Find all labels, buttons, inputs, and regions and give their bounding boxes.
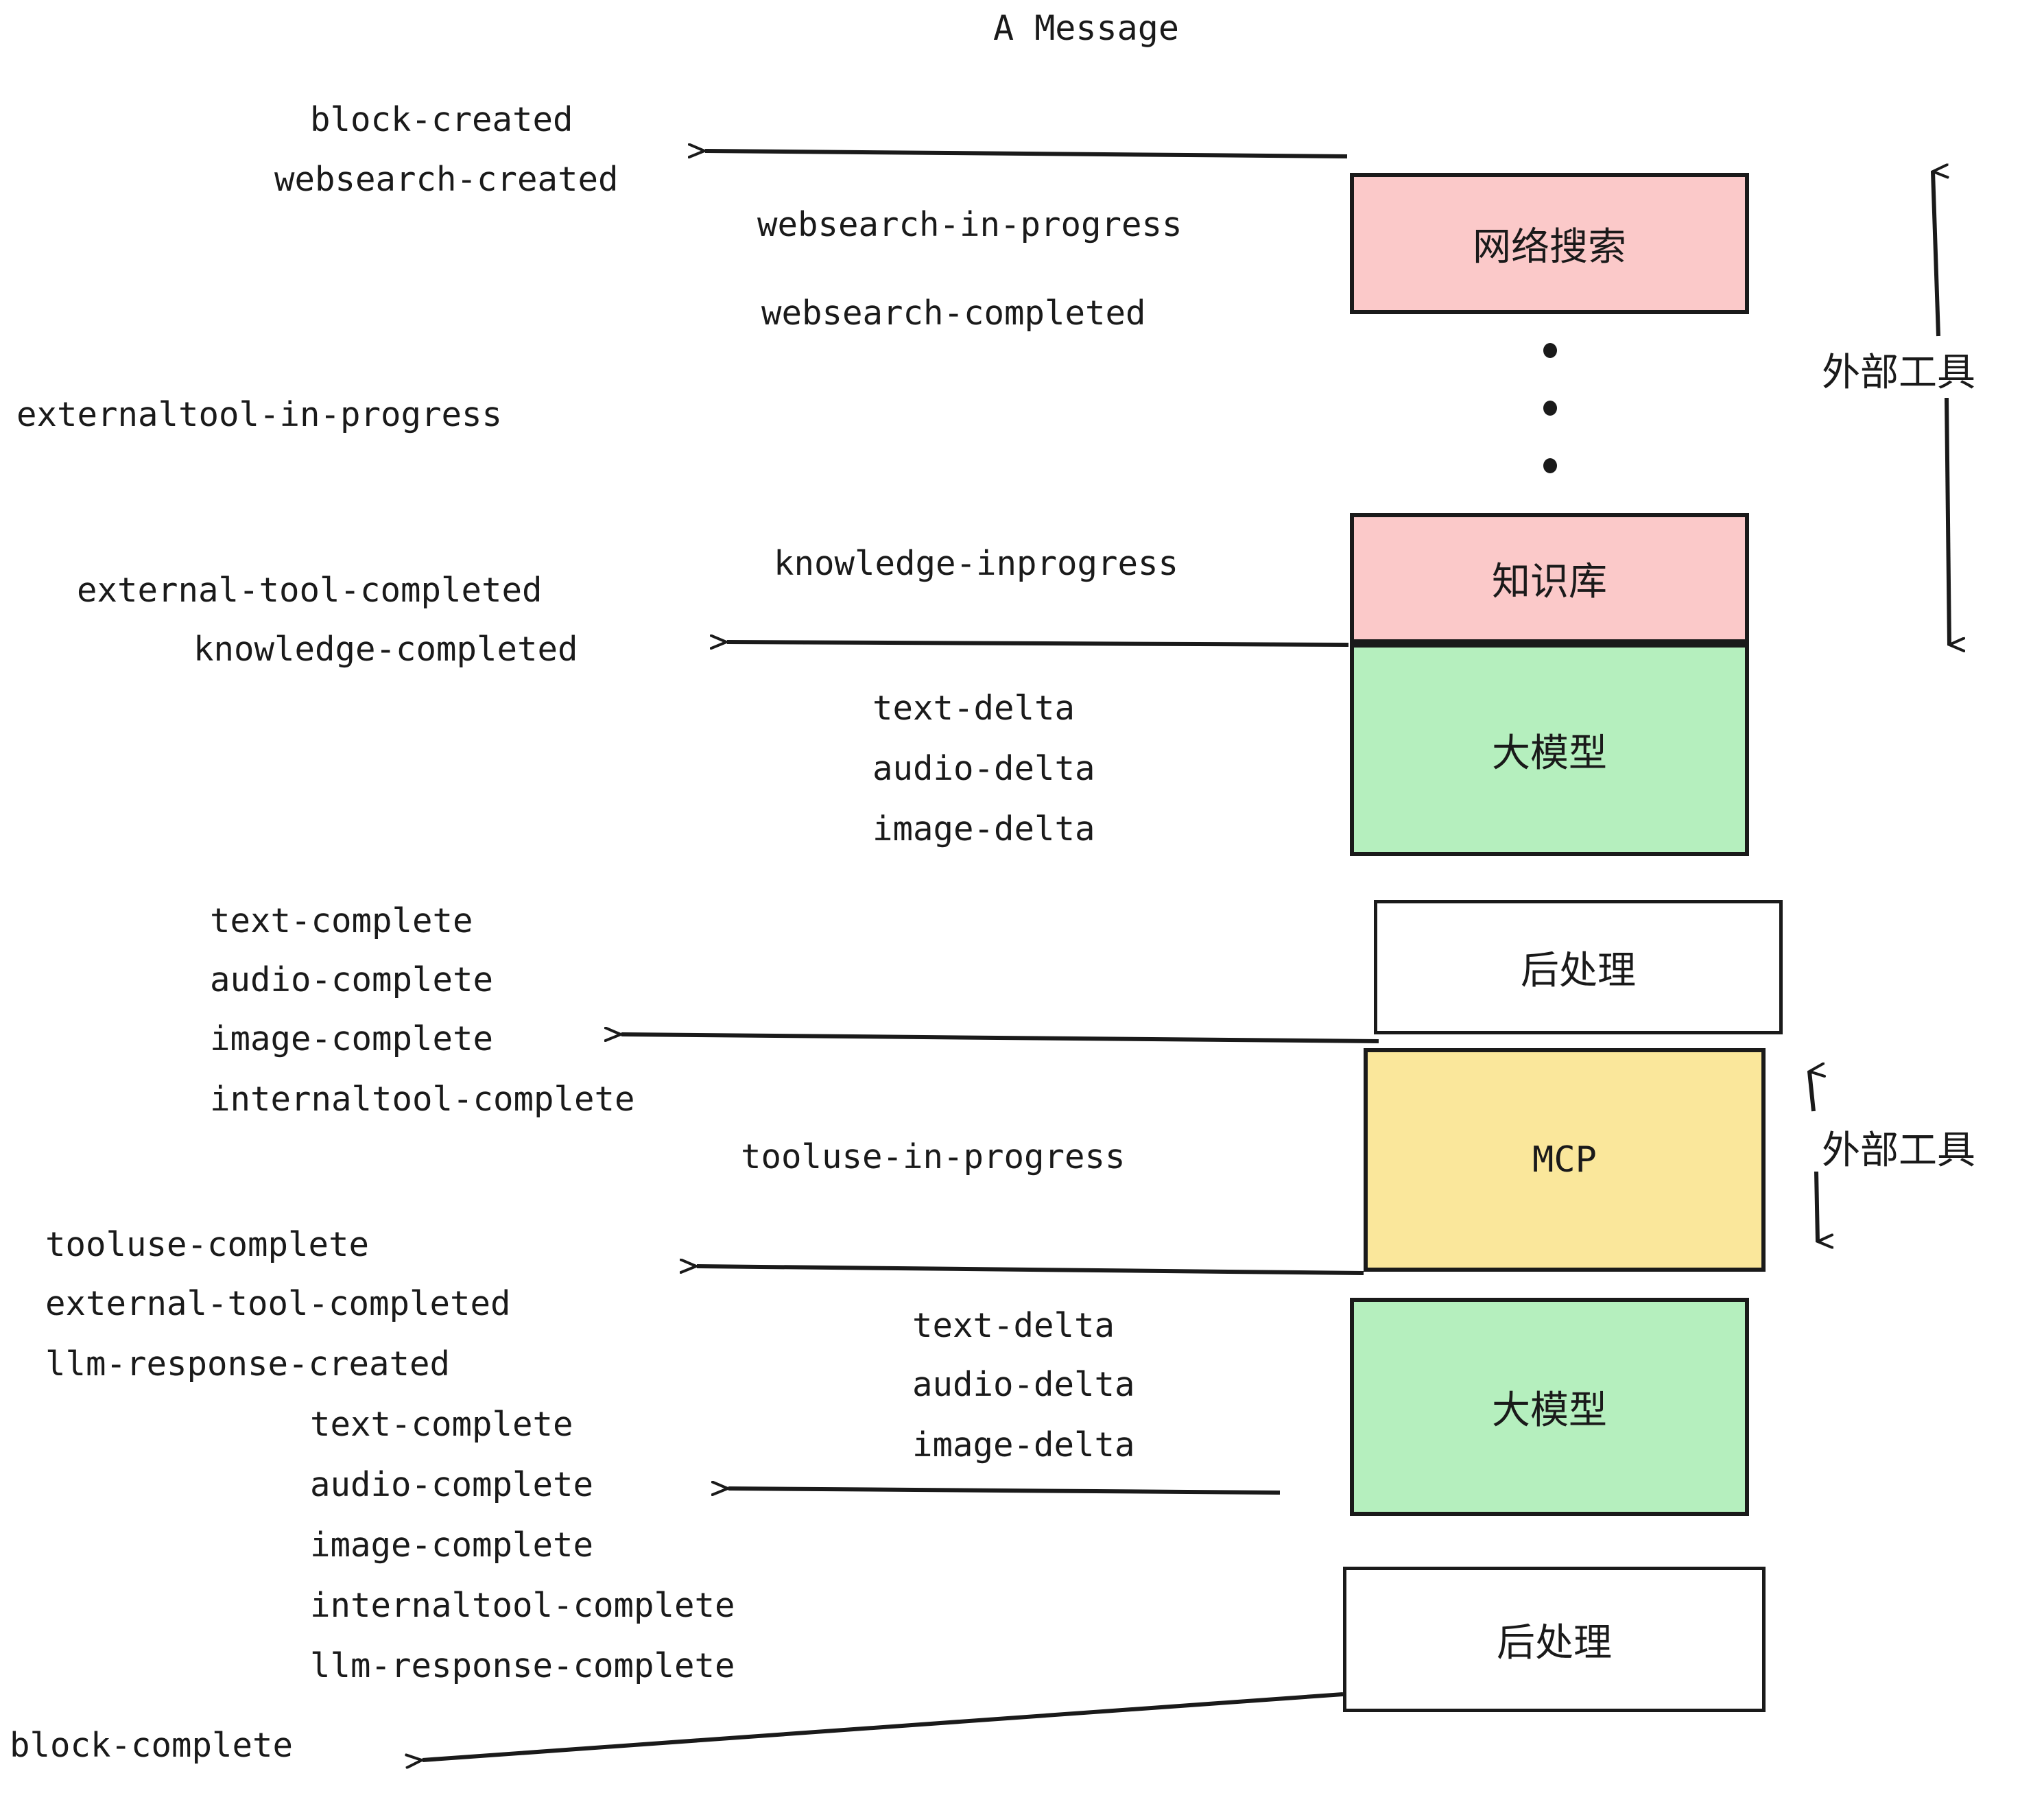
event-label-image-complete-2: image-complete — [310, 1526, 594, 1565]
event-label-llm-response-created: llm-response-created — [45, 1344, 451, 1384]
arrow-external-tools-top-down — [1945, 397, 1949, 645]
arrow-external-tools-bottom-down — [1814, 1171, 1818, 1242]
arrow-llm2-to-audio-complete — [728, 1488, 1281, 1493]
event-label-audio-complete-1: audio-complete — [210, 960, 494, 999]
node-box-mcp[interactable]: MCP — [1364, 1048, 1766, 1272]
arrow-external-tools-top-up — [1933, 171, 1938, 337]
event-label-text-complete-2: text-complete — [310, 1405, 573, 1444]
arrow-external-tools-bottom-up — [1809, 1071, 1814, 1112]
event-label-external-tool-completed-2: external-tool-completed — [45, 1284, 511, 1323]
event-label-text-delta-1: text-delta — [872, 689, 1076, 728]
event-label-text-delta-2: text-delta — [912, 1306, 1115, 1345]
arrow-mcp-to-tooluse-complete — [697, 1266, 1364, 1275]
event-label-llm-response-complete: llm-response-complete — [310, 1646, 735, 1685]
event-label-text-complete-1: text-complete — [210, 901, 473, 940]
event-label-tooluse-complete: tooluse-complete — [45, 1225, 370, 1264]
event-label-audio-delta-2: audio-delta — [912, 1365, 1135, 1404]
ellipsis-dot-3 — [1543, 458, 1557, 473]
event-label-externaltool-in-progress: externaltool-in-progress — [16, 395, 503, 434]
ellipsis-dot-1 — [1543, 343, 1557, 358]
event-label-internaltool-complete-1: internaltool-complete — [210, 1080, 635, 1119]
node-box-llm-2[interactable]: 大模型 — [1350, 1298, 1749, 1516]
node-box-postprocess-1[interactable]: 后处理 — [1374, 900, 1783, 1034]
diagram-title: A Message — [993, 8, 1179, 48]
node-box-llm-1[interactable]: 大模型 — [1350, 643, 1749, 856]
arrow-websearch-to-block-created — [705, 151, 1348, 156]
event-label-block-created: block-created — [310, 100, 573, 139]
arrow-postprocess1-to-image-complete — [621, 1034, 1379, 1043]
event-label-knowledge-completed: knowledge-completed — [193, 630, 578, 669]
side-label-external-tools-top: 外部工具 — [1822, 351, 1975, 395]
node-box-knowledge[interactable]: 知识库 — [1350, 513, 1749, 643]
event-label-block-complete: block-complete — [10, 1726, 294, 1765]
event-label-audio-complete-2: audio-complete — [310, 1465, 594, 1504]
event-label-tooluse-in-progress: tooluse-in-progress — [741, 1137, 1126, 1176]
event-label-image-delta-2: image-delta — [912, 1425, 1135, 1464]
arrow-knowledge-to-knowledge-completed — [727, 642, 1349, 645]
event-label-audio-delta-1: audio-delta — [872, 749, 1095, 788]
ellipsis-dot-2 — [1543, 401, 1557, 416]
event-label-websearch-created: websearch-created — [274, 160, 619, 199]
event-label-websearch-completed: websearch-completed — [761, 294, 1146, 333]
event-label-knowledge-inprogress: knowledge-inprogress — [774, 544, 1179, 583]
node-box-postprocess-2[interactable]: 后处理 — [1343, 1567, 1766, 1712]
event-label-image-delta-1: image-delta — [872, 809, 1095, 848]
event-label-external-tool-completed-1: external-tool-completed — [77, 571, 543, 610]
event-label-websearch-in-progress: websearch-in-progress — [757, 205, 1183, 244]
arrow-postprocess2-to-block-complete — [423, 1692, 1344, 1760]
event-label-internaltool-complete-2: internaltool-complete — [310, 1586, 735, 1625]
event-label-image-complete-1: image-complete — [210, 1019, 494, 1058]
side-label-external-tools-bottom: 外部工具 — [1822, 1128, 1975, 1173]
node-box-websearch[interactable]: 网络搜索 — [1350, 173, 1749, 314]
